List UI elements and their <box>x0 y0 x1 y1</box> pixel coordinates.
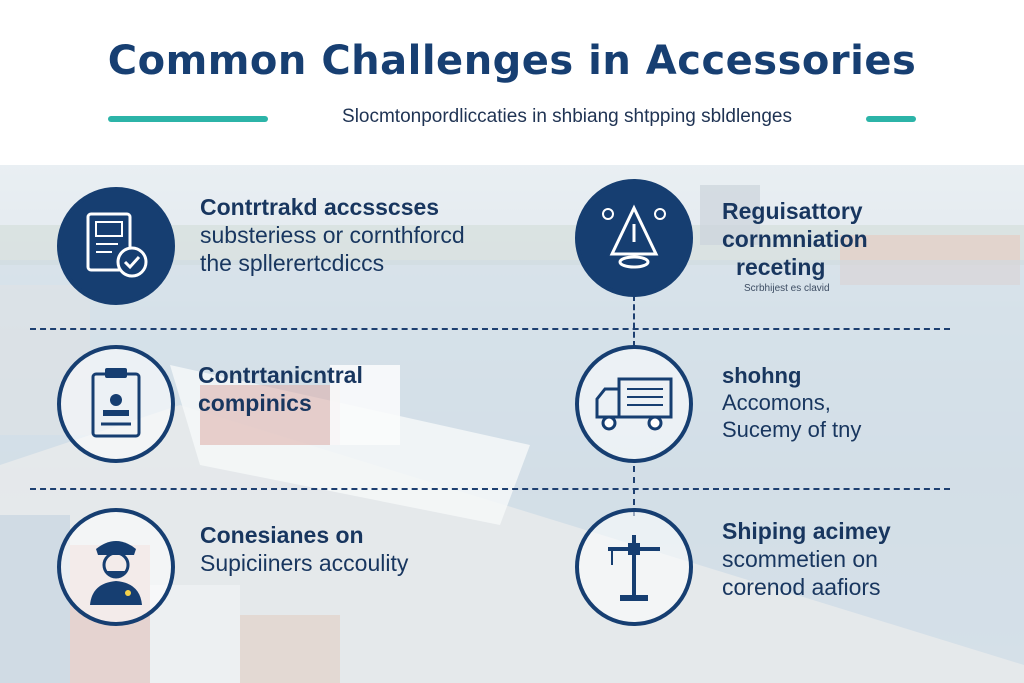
challenge-text-5: Conesianes on Supiciiners accoulity <box>200 521 408 577</box>
connector-line-2 <box>633 466 635 516</box>
challenge-2-line-1: Reguisattory <box>722 198 863 224</box>
port-crane-icon <box>575 508 693 626</box>
challenge-6-line-1: Shiping acimey <box>722 518 891 544</box>
row-divider-2 <box>30 488 950 490</box>
subtitle-row: Slocmtonpordliccaties in shbiang shtppin… <box>0 104 1024 134</box>
challenge-6-line-2: scommetien on <box>722 546 878 573</box>
customs-officer-icon <box>57 508 175 626</box>
header: Common Challenges in Accessories Slocmto… <box>0 0 1024 165</box>
challenge-text-3: Contrtanicntral compinics <box>198 361 363 417</box>
accent-bar-right <box>866 116 916 122</box>
challenge-4-line-1: shohng <box>722 363 802 388</box>
page-title: Common Challenges in Accessories <box>107 38 917 84</box>
challenge-5-line-2: Supiciiners accoulity <box>200 550 409 577</box>
challenge-2-note: Scrbhijest es clavid <box>744 283 830 295</box>
challenge-text-6: Shiping acimey scommetien on corenod aaf… <box>722 517 891 601</box>
challenge-text-1: Contrtrakd accsscses substeriess or corn… <box>200 193 465 277</box>
challenge-text-2: Reguisattory cornmniation receting Scrbh… <box>722 197 868 295</box>
challenge-4-line-3: Sucemy of tny <box>722 416 862 442</box>
challenge-1-line-3: the spllerertcdiccs <box>200 250 385 277</box>
challenge-4-line-2: Accomons, <box>722 389 831 415</box>
challenge-6-line-3: corenod aafiors <box>722 574 881 601</box>
challenge-2-line-2: cornmniation <box>722 226 868 253</box>
challenge-2-line-3: receting <box>736 254 826 281</box>
challenge-3-line-2: compinics <box>198 390 312 417</box>
page-subtitle: Slocmtonpordliccaties in shbiang shtppin… <box>342 106 792 127</box>
row-divider-1 <box>30 328 950 330</box>
challenge-text-4: shohng Accomons, Sucemy of tny <box>722 363 861 443</box>
accent-bar-left <box>108 116 268 122</box>
challenge-1-line-2: substeriess or cornthforcd <box>200 222 465 249</box>
port-background-scene: Contrtrakd accsscses substeriess or corn… <box>0 165 1024 683</box>
clipboard-checklist-icon <box>57 345 175 463</box>
challenge-5-line-1: Conesianes on <box>200 522 364 548</box>
challenge-3-line-1: Contrtanicntral <box>198 362 363 388</box>
delivery-truck-icon <box>575 345 693 463</box>
challenge-1-line-1: Contrtrakd accsscses <box>200 194 440 220</box>
connector-line-1 <box>633 295 635 347</box>
document-check-icon <box>57 187 175 305</box>
regulation-warning-icon <box>575 179 693 297</box>
